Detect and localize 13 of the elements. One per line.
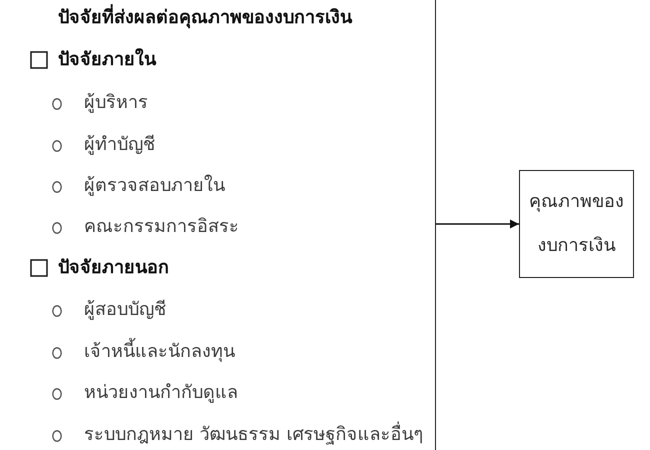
group-heading: ปัจจัยภายใน [58, 47, 156, 72]
list-item: เจ้าหนี้และนักลงทุน [84, 339, 235, 365]
list-item: หน่วยงานกำกับดูแล [84, 381, 238, 405]
arrow [436, 220, 519, 228]
panel-heading: ปัจจัยที่ส่งผลต่อคุณภาพของงบการเงิน [58, 5, 352, 31]
list-item: ระบบกฎหมาย วัฒนธรรม เศรษฐกิจและอื่นๆ [84, 422, 424, 448]
list-item: ผู้ทำบัญชี [84, 133, 155, 157]
list-item: คณะกรรมการอิสระ [84, 215, 239, 239]
list-item: ผู้ตรวจสอบภายใน [84, 174, 225, 198]
list-item: ผู้บริหาร [84, 91, 148, 115]
list-item: ผู้สอบบัญชี [84, 298, 166, 322]
outcome-box: คุณภาพของงบการเงิน [519, 170, 634, 278]
group-heading: ปัจจัยภายนอก [58, 256, 169, 280]
